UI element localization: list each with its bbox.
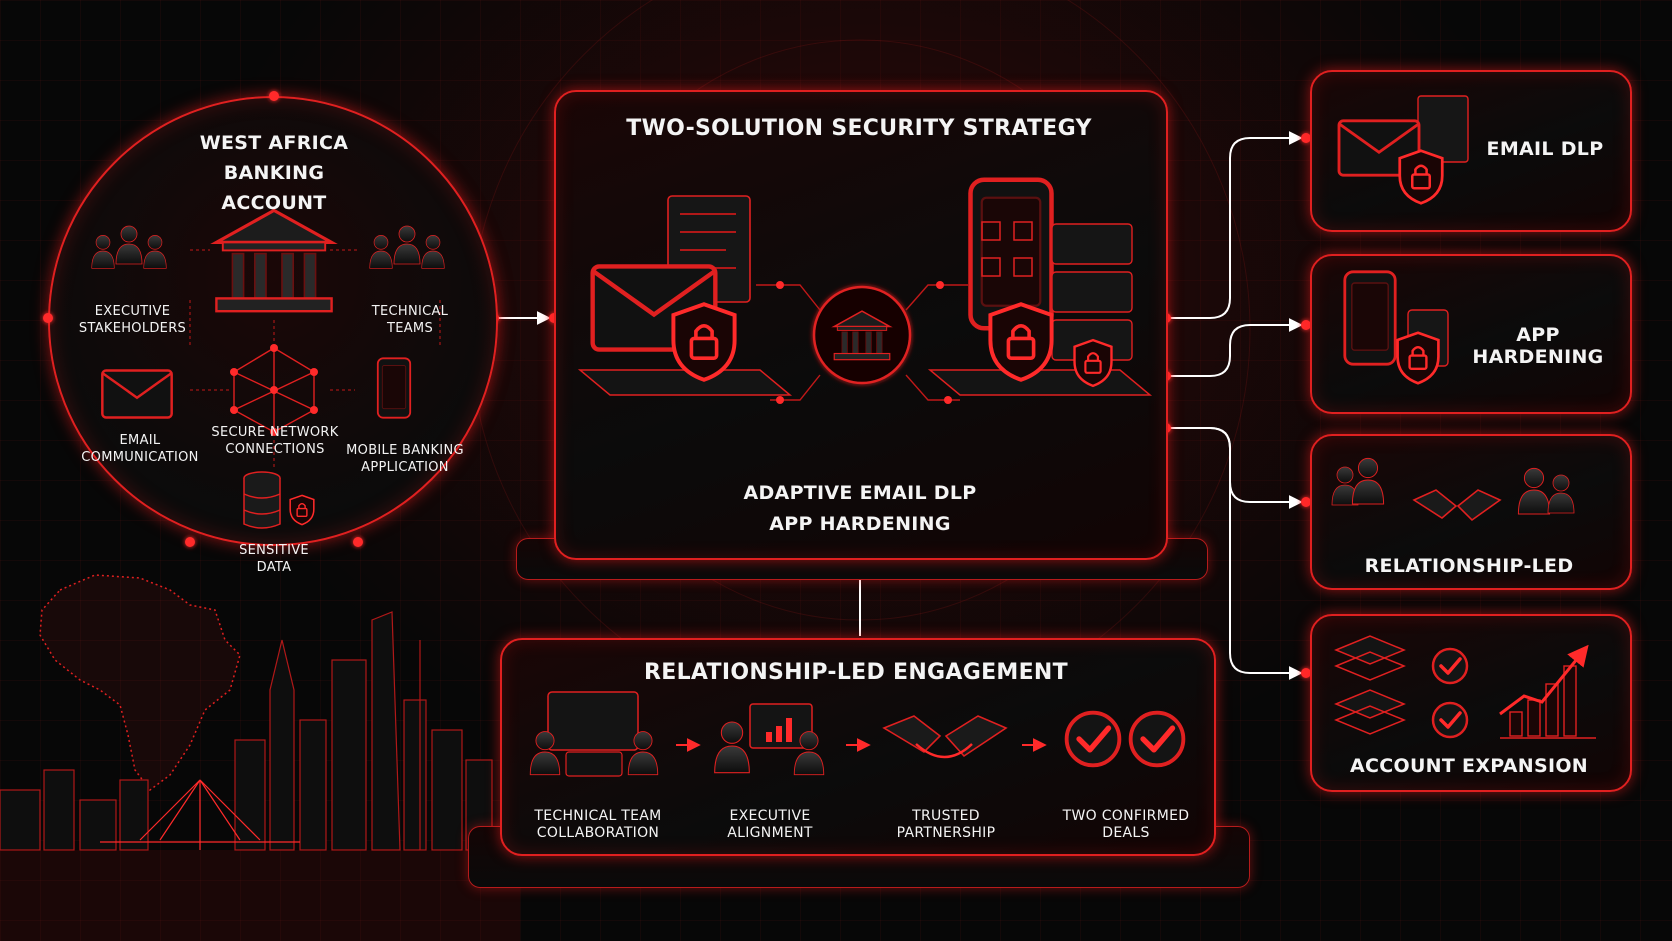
step-line: Executive — [729, 808, 811, 824]
connector-dots — [1161, 133, 1311, 678]
label-mobile-banking: Mobile Banking Application — [340, 442, 470, 476]
label-line: Secure Network — [211, 425, 339, 440]
strategy-title: Two-Solution Security Strategy — [626, 116, 1092, 141]
label-technical-teams: Technical Teams — [355, 303, 465, 337]
label-line: Mobile Banking — [346, 443, 464, 458]
engagement-step-deals: Two Confirmed Deals — [1046, 808, 1206, 842]
outcome-label-relationship: Relationship-Led — [1364, 555, 1574, 577]
account-circle-panel — [48, 96, 498, 546]
label-line: Executive — [94, 304, 171, 319]
step-line: Two Confirmed — [1062, 808, 1190, 824]
label-line: Application — [361, 460, 449, 475]
engagement-step-executive: Executive Alignment — [700, 808, 840, 842]
label-secure-network: Secure Network Connections — [210, 424, 340, 458]
account-title-line1: West Africa — [199, 132, 349, 154]
label-sensitive-data: Sensitive Data — [222, 542, 326, 576]
label-email-communication: Email Communication — [80, 432, 200, 466]
water-reflection — [0, 850, 520, 941]
account-title: West Africa Banking Account — [170, 128, 378, 218]
outcome-label-expansion: Account Expansion — [1350, 755, 1588, 777]
label-line: Communication — [81, 450, 199, 465]
connectors-strategy-to-outcomes — [1166, 131, 1303, 680]
step-line: Technical Team — [534, 808, 662, 824]
label-line: Sensitive — [239, 543, 309, 558]
step-line: Collaboration — [536, 825, 660, 841]
outcome-label-app-hardening: App Hardening — [1472, 324, 1604, 368]
engagement-title: Relationship-Led Engagement — [644, 660, 1068, 685]
label-line: Stakeholders — [78, 321, 187, 336]
bridge — [100, 779, 300, 850]
label-line: Technical — [371, 304, 449, 319]
engagement-step-technical: Technical Team Collaboration — [520, 808, 676, 842]
step-line: Partnership — [896, 825, 996, 841]
strategy-subtitle: Adaptive Email DLP App Hardening — [600, 478, 1120, 540]
strategy-line-email-dlp: Adaptive Email DLP — [743, 482, 977, 504]
label-line: Connections — [225, 442, 325, 457]
connector-account-to-strategy — [489, 311, 559, 325]
account-title-line2: Banking Account — [221, 162, 327, 214]
strategy-line-app-hardening: App Hardening — [769, 513, 951, 535]
africa-map — [39, 574, 241, 792]
engagement-step-trusted: Trusted Partnership — [876, 808, 1016, 842]
label-executive-stakeholders: Executive Stakeholders — [70, 303, 195, 337]
label-line: Email — [119, 433, 161, 448]
step-line: Alignment — [727, 825, 813, 841]
label-line: Data — [256, 560, 292, 575]
step-line: Deals — [1102, 825, 1150, 841]
step-line: Trusted — [912, 808, 980, 824]
label-line: Teams — [386, 321, 434, 336]
outcome-label-email-dlp: Email DLP — [1486, 138, 1604, 160]
